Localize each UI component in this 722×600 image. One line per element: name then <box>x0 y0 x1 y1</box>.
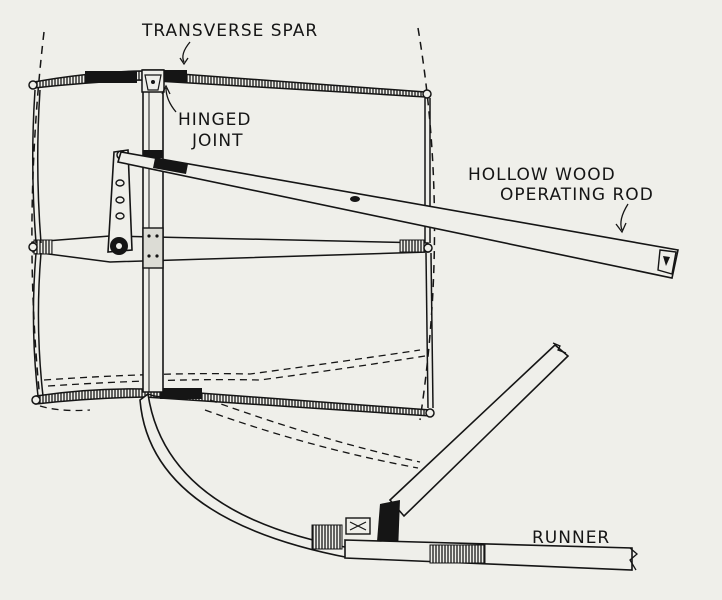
left-arc-dashed <box>31 31 45 401</box>
hinged-joint <box>141 69 165 93</box>
central-post <box>139 69 351 559</box>
operating-lever <box>107 149 133 255</box>
hinged-label-line1: HINGED <box>178 110 252 130</box>
hollow-wood-operating-rod <box>116 151 679 279</box>
flexed-position-dashed <box>39 349 426 469</box>
transverse-spar-label: TRANSVERSE SPAR <box>141 21 318 41</box>
leader-arrows <box>161 41 629 234</box>
hinged-label-line2: JOINT <box>191 131 244 151</box>
top-transverse-spar <box>28 70 432 99</box>
operating-rod-label-line2: OPERATING ROD <box>500 185 654 205</box>
operating-rod-label-line1: HOLLOW WOOD <box>468 165 616 185</box>
runner-assembly <box>311 342 638 571</box>
bottom-transverse-spar <box>31 388 435 418</box>
middle-transverse-spar <box>28 235 433 263</box>
runner-label: RUNNER <box>532 528 610 548</box>
